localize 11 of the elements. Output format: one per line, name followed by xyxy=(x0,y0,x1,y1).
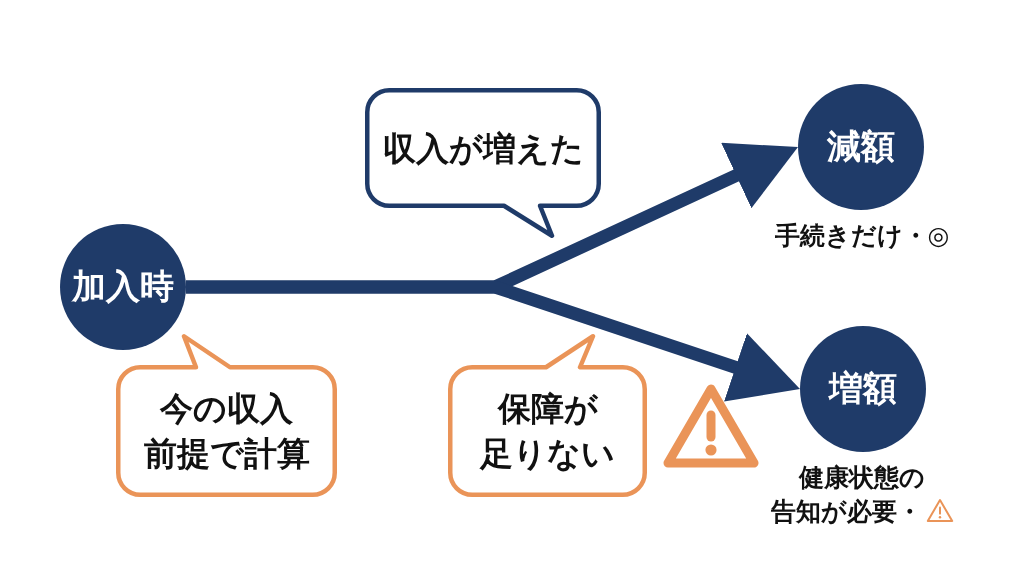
node-caption: 健康状態の告知が必要・ xyxy=(770,463,925,526)
node-label: 増額 xyxy=(829,369,897,409)
node-label: 減額 xyxy=(827,127,895,167)
node-caption: 手続きだけ・◎ xyxy=(774,221,950,250)
node-label: 加入時 xyxy=(72,267,174,307)
bubble-text: 収入が増えた xyxy=(382,127,584,170)
speech-bubble xyxy=(448,334,647,497)
bubble-text: 保障が足りない xyxy=(480,388,615,475)
speech-bubble xyxy=(365,88,601,238)
bubble-text: 今の収入前提で計算 xyxy=(143,388,310,475)
speech-bubble xyxy=(116,334,337,497)
